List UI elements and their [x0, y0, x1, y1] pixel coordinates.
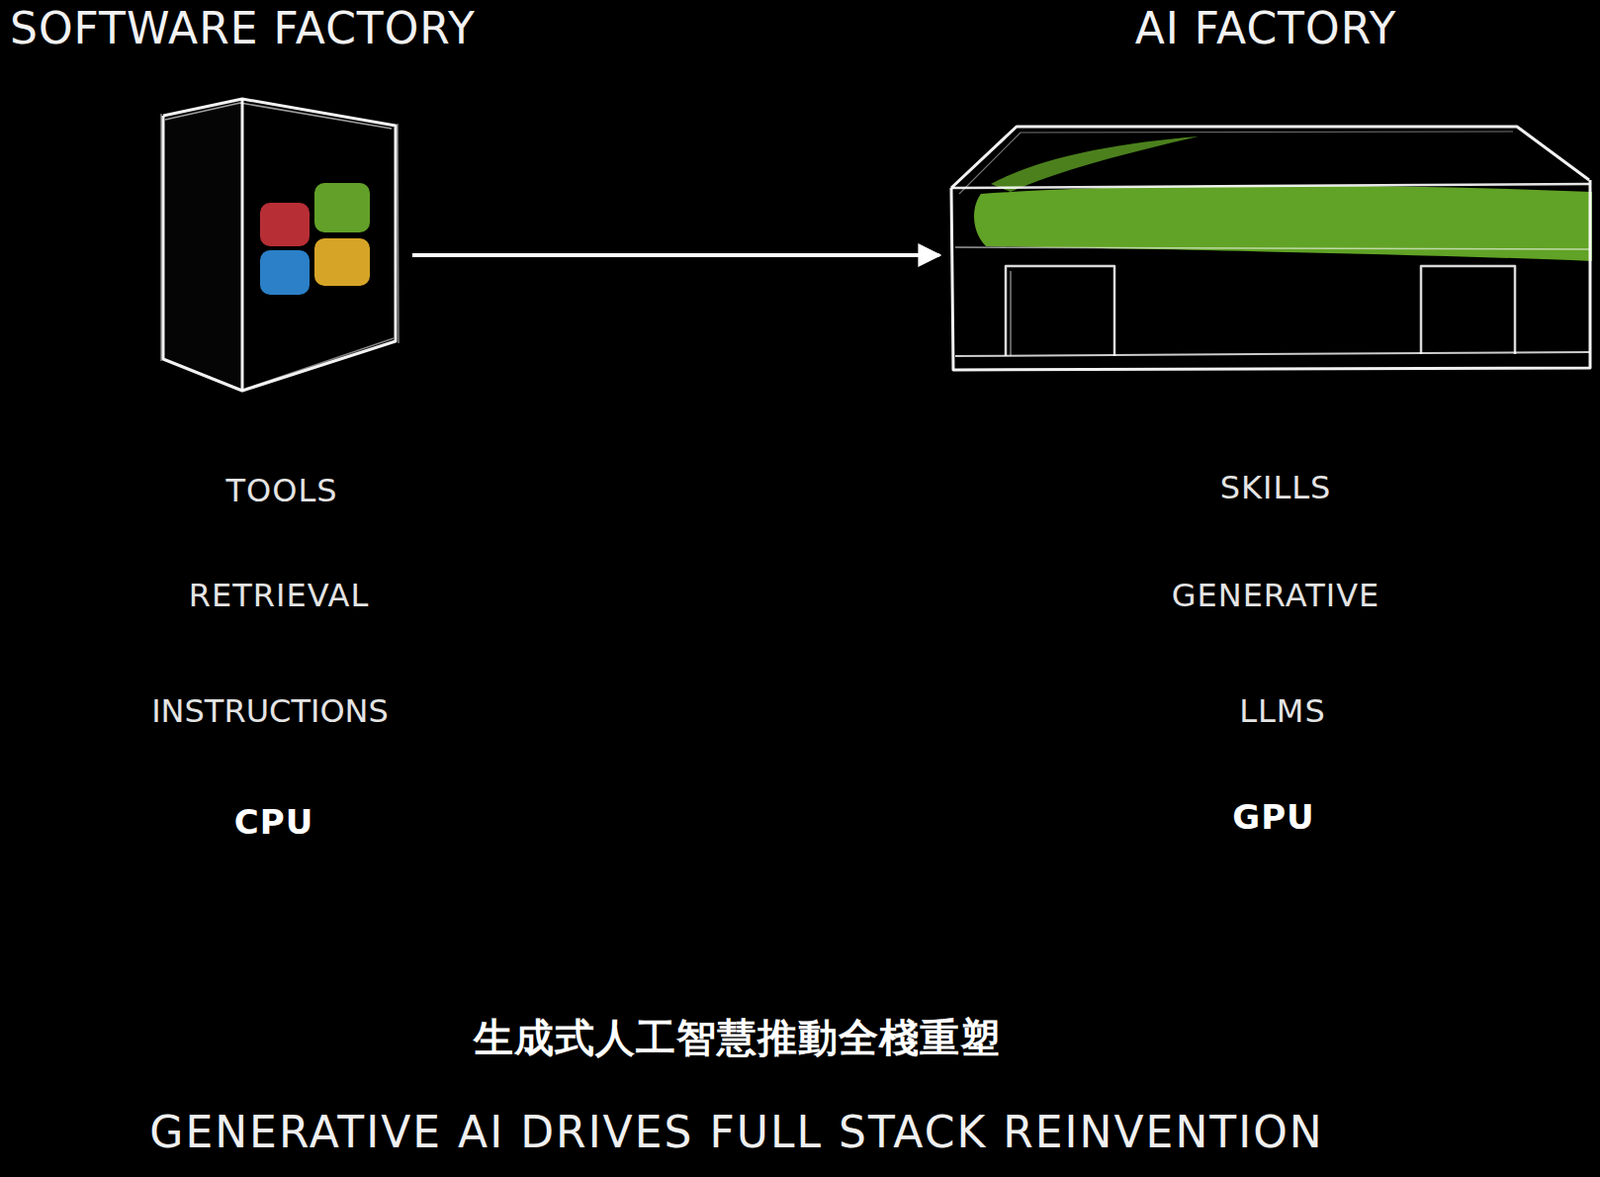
sketch-line	[241, 98, 245, 391]
sketch-line	[165, 102, 392, 129]
logo-square	[260, 250, 310, 295]
sketch-line	[397, 123, 399, 344]
flow-arrow	[412, 253, 940, 258]
sketch-line	[1005, 266, 1115, 356]
sketch-line	[245, 338, 394, 389]
data-center-building: AI FACTORY	[951, 122, 1593, 383]
logo-square	[314, 238, 370, 286]
subtitle-chinese: 生成式人工智慧推動全棧重塑	[473, 1015, 1001, 1060]
logo-square	[314, 182, 370, 233]
sketch-line	[951, 179, 1591, 370]
green-streak	[990, 136, 1199, 192]
layer-label: LLMS	[1239, 694, 1327, 729]
green-band	[974, 185, 1593, 263]
factory-heading: AI FACTORY	[1135, 4, 1398, 53]
layer-label: RETRIEVAL	[188, 578, 369, 614]
layer-label: CPU	[234, 803, 314, 841]
logo-square	[260, 202, 310, 247]
sketch-line	[160, 113, 163, 361]
tower-side	[163, 98, 243, 391]
sketch-line	[1421, 266, 1515, 355]
sketch-line	[955, 352, 1591, 356]
sketch-line	[951, 183, 1590, 188]
factory-heading: SOFTWARE FACTORY	[9, 4, 476, 53]
layer-label: INSTRUCTIONS	[151, 694, 389, 729]
sketch-line	[959, 131, 1513, 194]
sketch-line	[951, 126, 1590, 188]
sketch-line	[955, 247, 1591, 250]
building-sketch	[951, 122, 1593, 383]
layer-label: GENERATIVE	[1171, 578, 1381, 614]
layer-label: SKILLS	[1220, 470, 1333, 506]
sketch-line	[1009, 270, 1012, 356]
layer-label: GPU	[1232, 799, 1315, 836]
tower-sketch	[158, 93, 401, 406]
layer-label: TOOLS	[225, 473, 338, 509]
computer-tower: SOFTWARE FACTORY	[158, 93, 401, 406]
sketch-line	[163, 98, 396, 391]
caption: GENERATIVE AI DRIVES FULL STACK REINVENT…	[149, 1108, 1324, 1156]
